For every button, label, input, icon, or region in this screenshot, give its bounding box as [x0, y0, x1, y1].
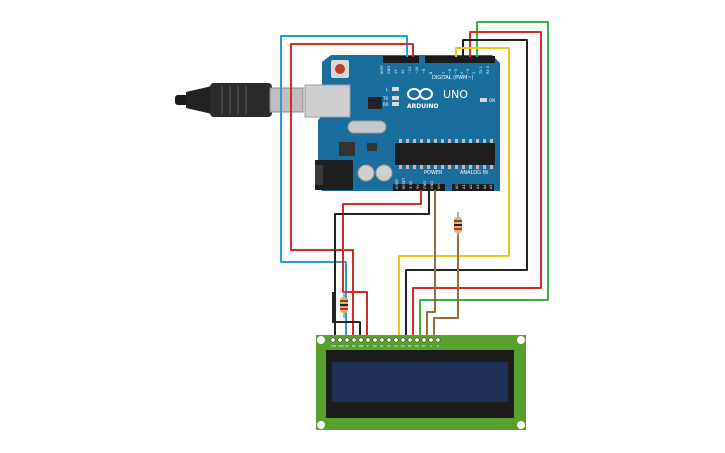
led-tx-label: TX	[382, 96, 388, 101]
lcd-pin-label: RW	[359, 344, 364, 348]
wires	[280, 21, 549, 340]
pin-label: 8	[429, 72, 433, 74]
pin-label: ~10	[415, 67, 419, 74]
lcd-pin-label: VDD	[338, 344, 344, 348]
pin-label: A1	[462, 184, 466, 189]
lcd-pin-label: K	[437, 344, 439, 348]
pin-label: RX 0	[486, 66, 490, 74]
lcd-pin-label: A	[430, 344, 432, 348]
wire-black-contrast[interactable]	[332, 292, 361, 340]
wire-black-gnd[interactable]	[334, 190, 430, 340]
wire-red-digital[interactable]	[290, 43, 414, 340]
lcd-pin-label: D4	[401, 344, 405, 348]
pin-label: GND	[430, 181, 434, 189]
lcd-screen	[332, 362, 508, 402]
pin-label: GND	[423, 181, 427, 189]
led-rx-label: RX	[383, 102, 389, 107]
pin-label: ~5	[454, 69, 458, 74]
gnd-label: GND	[387, 66, 391, 74]
pin-label: 7	[442, 72, 446, 74]
resistor-contrast[interactable]	[340, 292, 348, 318]
pin-label: RESET	[402, 177, 406, 189]
brand-label: ARDUINO	[407, 103, 438, 110]
lcd-pin-label: E	[367, 344, 369, 348]
arduino-logo	[407, 88, 433, 100]
power-header-label: POWER	[424, 170, 443, 176]
lcd-pin-label: D5	[408, 344, 412, 348]
led-l-label: L	[386, 87, 389, 92]
pin-label: A2	[469, 184, 473, 189]
lcd-pin-label: RS	[352, 344, 356, 348]
lcd-pin-label: D2	[387, 344, 391, 348]
power-pin-labels: IOREF RESET 3.3V 5V GND GND Vin	[395, 177, 441, 189]
lcd-pin-label: D3	[394, 344, 398, 348]
lcd-pin-pads	[330, 337, 441, 343]
pin-label: A4	[483, 184, 487, 189]
pin-label: ~11	[408, 67, 412, 74]
arduino-uno-board[interactable]: ARDUINO UNO DIGITAL (PWM~) POWER ANALOG …	[304, 55, 500, 191]
pin-label: IOREF	[395, 179, 399, 189]
pin-label: 13	[394, 70, 398, 74]
lcd-pin-label: D7	[422, 344, 426, 348]
lcd-pin-label: D1	[380, 344, 384, 348]
pin-label: A5	[489, 184, 493, 189]
wire-red-5v[interactable]	[342, 190, 422, 340]
pin-label: 5V	[416, 184, 420, 189]
pin-label: ~9	[422, 69, 426, 74]
lcd-16x2-module[interactable]: VSS VDD V0 RS RW E D0 D1 D2 D3 D4 D5 D6 …	[316, 335, 526, 430]
digital-header-label: DIGITAL (PWM~)	[432, 75, 474, 81]
wire-black-d4[interactable]	[405, 39, 528, 340]
resistor-backlight[interactable]	[454, 212, 462, 236]
wire-yellow-d5[interactable]	[398, 47, 510, 340]
pin-label: 2	[472, 72, 476, 74]
analog-pin-labels: A0 A1 A2 A3 A4 A5	[455, 184, 493, 189]
pin-label: Vin	[437, 183, 441, 189]
lcd-pin-label: D6	[415, 344, 419, 348]
pin-label: 12	[401, 70, 405, 74]
model-label: UNO	[443, 88, 468, 101]
pin-label: A3	[476, 184, 480, 189]
pin-label: 4	[460, 71, 464, 74]
pin-label: TX 1	[479, 66, 483, 75]
wire-brown-resistor[interactable]	[433, 232, 459, 340]
analog-header-label: ANALOG IN	[460, 170, 488, 176]
lcd-pin-label: V0	[345, 344, 349, 348]
lcd-pin-label: VSS	[331, 344, 336, 348]
led-on-label: ON	[489, 98, 495, 103]
lcd-pin-labels: VSS VDD V0 RS RW E D0 D1 D2 D3 D4 D5 D6 …	[331, 344, 439, 348]
digital-pin-labels: 13 12 ~11 ~10 ~9 8 7 ~6 ~5 4 ~3 2 TX 1 R…	[394, 66, 490, 75]
pin-label: 3.3V	[409, 180, 413, 189]
usb-cable[interactable]	[175, 83, 304, 117]
wire-red-d3[interactable]	[412, 31, 542, 340]
wire-blue-digital[interactable]	[280, 35, 408, 340]
pin-label: ~6	[448, 69, 452, 74]
wire-brown-backlight[interactable]	[426, 190, 436, 340]
wire-green-d2[interactable]	[419, 21, 549, 340]
lcd-pin-label: D0	[373, 344, 377, 348]
aref-label: AREF	[380, 65, 384, 74]
pin-label: ~3	[466, 69, 470, 74]
pin-label: A0	[455, 184, 459, 189]
